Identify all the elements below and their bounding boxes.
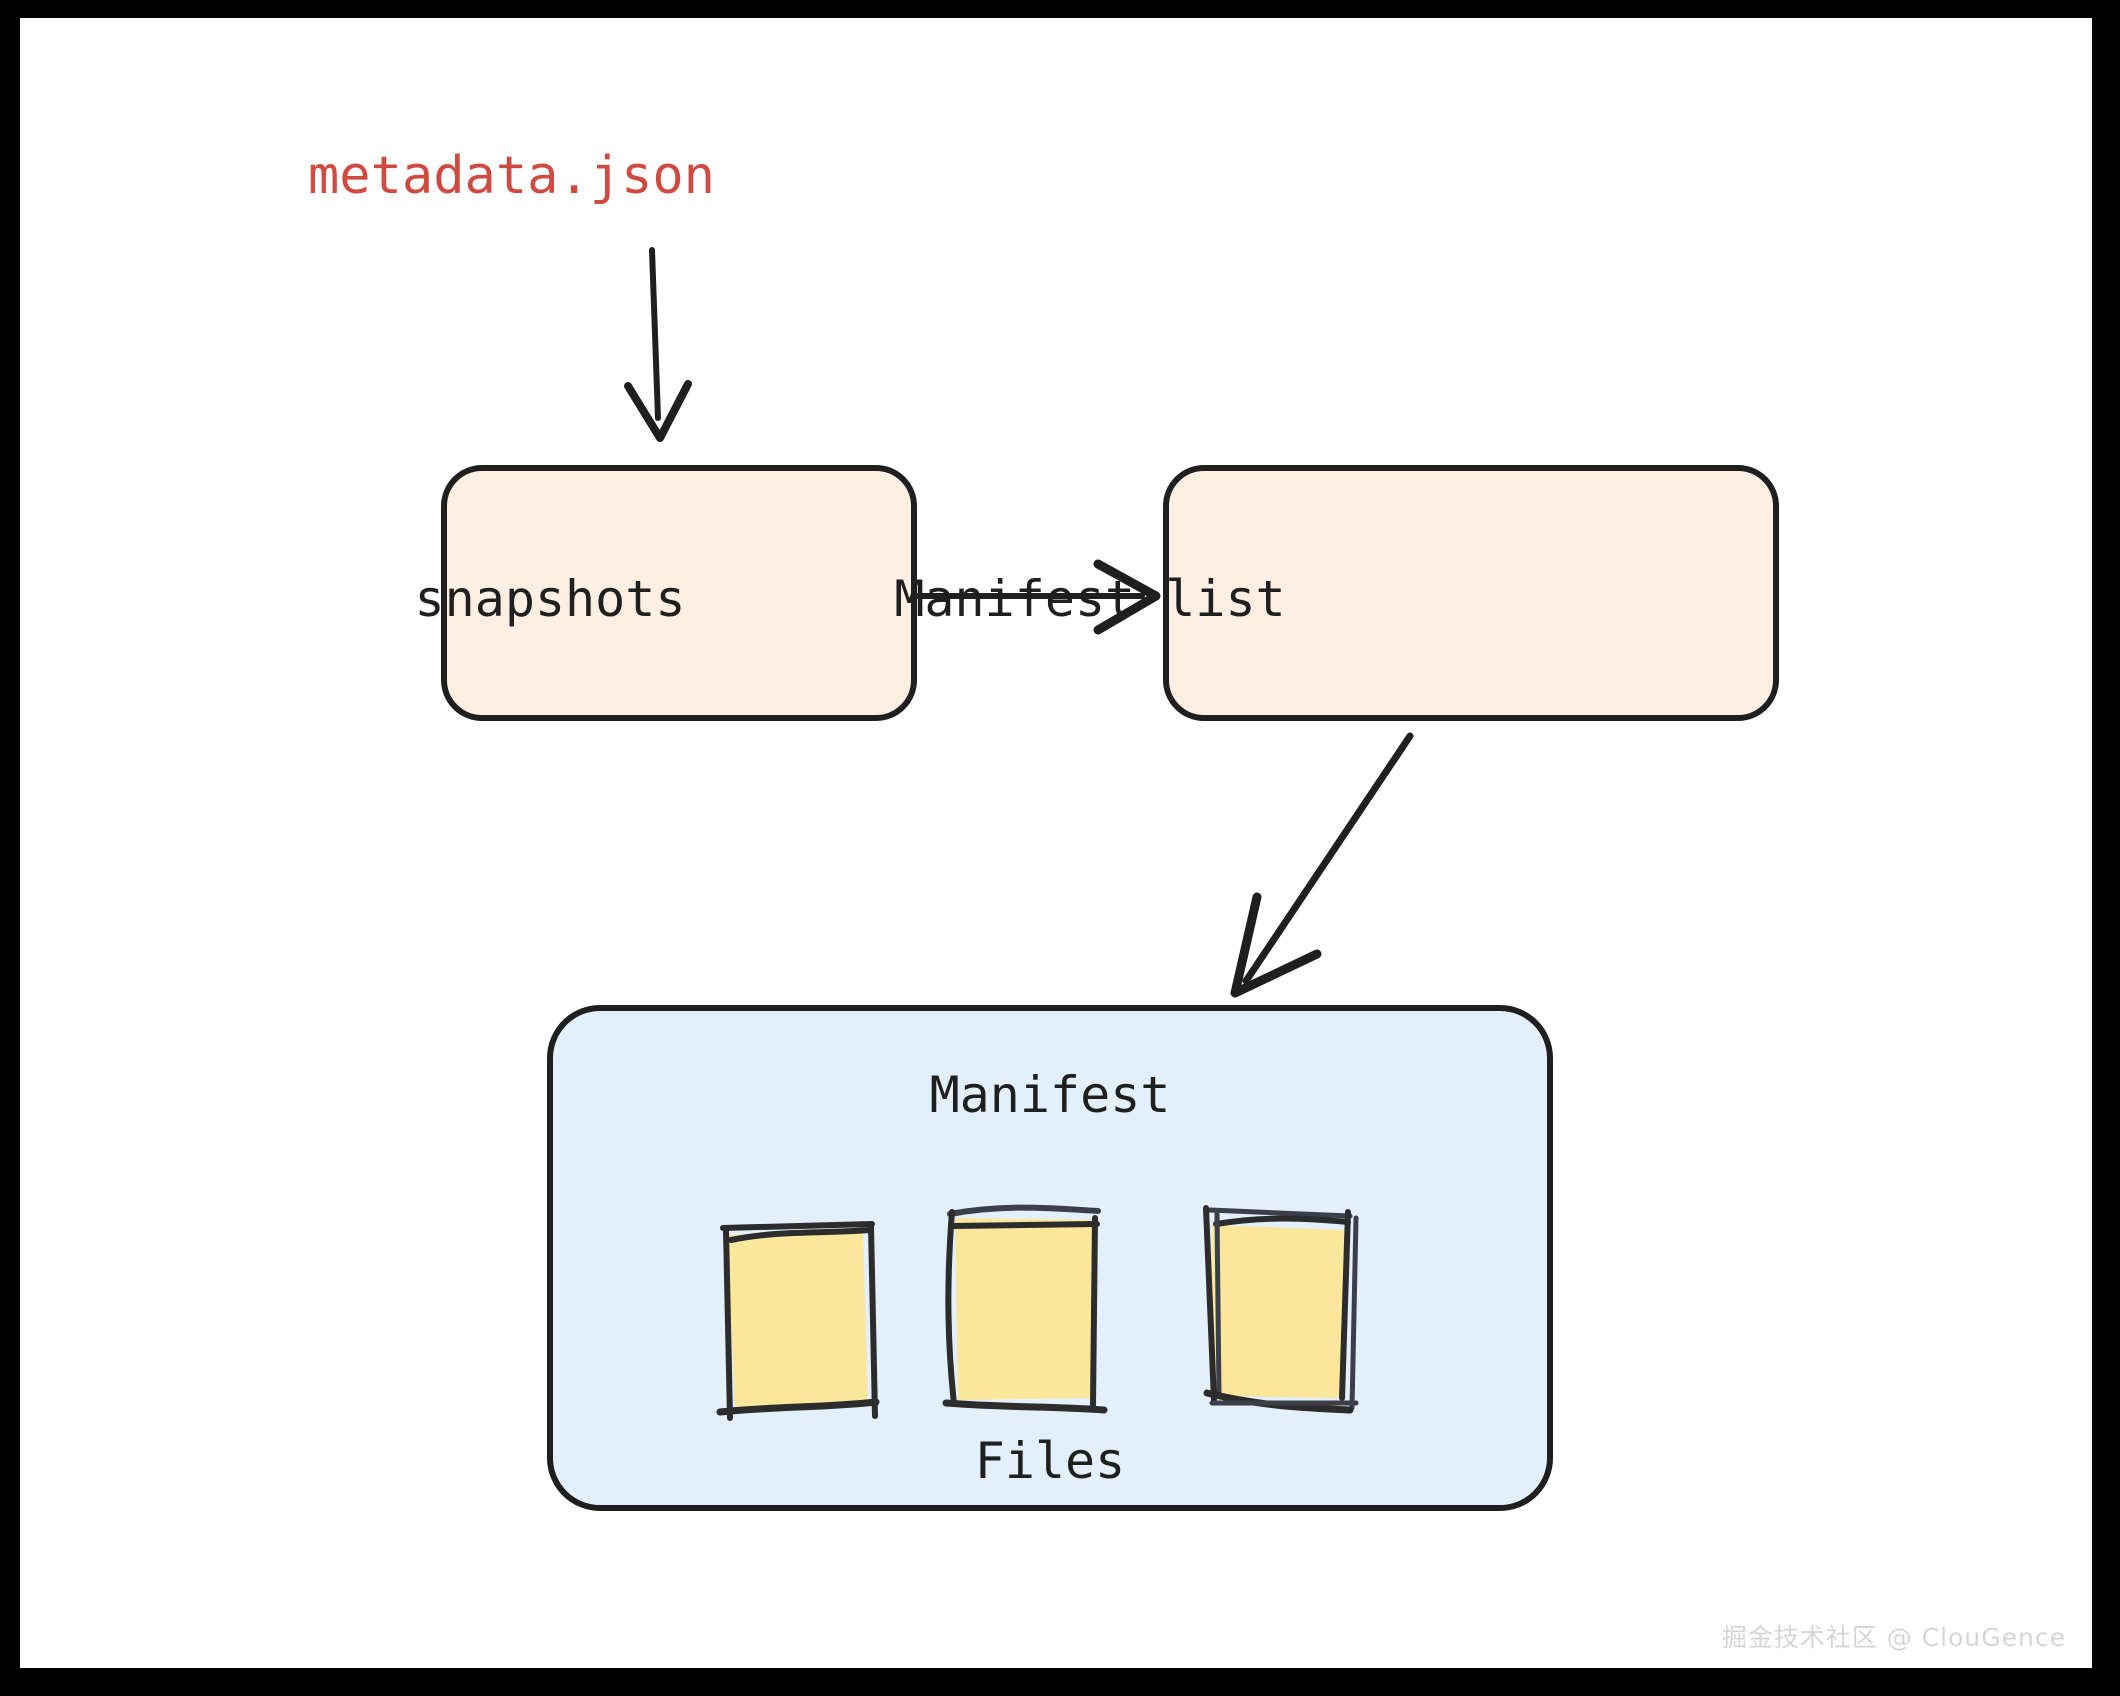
- metadata-json-label: metadata.json: [308, 146, 715, 206]
- node-snapshots[interactable]: [441, 465, 917, 721]
- edge-snapshots-to-manifestlist: [915, 559, 1161, 635]
- file-icon-2[interactable]: [942, 1204, 1108, 1414]
- diagram-canvas: metadata.json snapshots Manifest list Ma…: [20, 18, 2092, 1668]
- manifest-list-box[interactable]: [1163, 465, 1779, 721]
- file-icon-1[interactable]: [716, 1221, 880, 1421]
- node-manifest-list[interactable]: [1163, 465, 1779, 721]
- diagram-svg: [441, 247, 1779, 1511]
- file-icon-3[interactable]: [1203, 1205, 1359, 1414]
- edge-manifestlist-to-manifest: [1230, 732, 1414, 998]
- snapshots-label: snapshots: [414, 570, 686, 628]
- manifest-label: Manifest: [929, 1066, 1171, 1124]
- edge-metadata-to-snapshots: [624, 247, 692, 442]
- files-label: Files: [974, 1432, 1126, 1490]
- watermark-text: 掘金技术社区 @ ClouGence: [1721, 1623, 2066, 1652]
- snapshots-box[interactable]: [441, 465, 917, 721]
- manifest-list-label: Manifest list: [894, 570, 1286, 628]
